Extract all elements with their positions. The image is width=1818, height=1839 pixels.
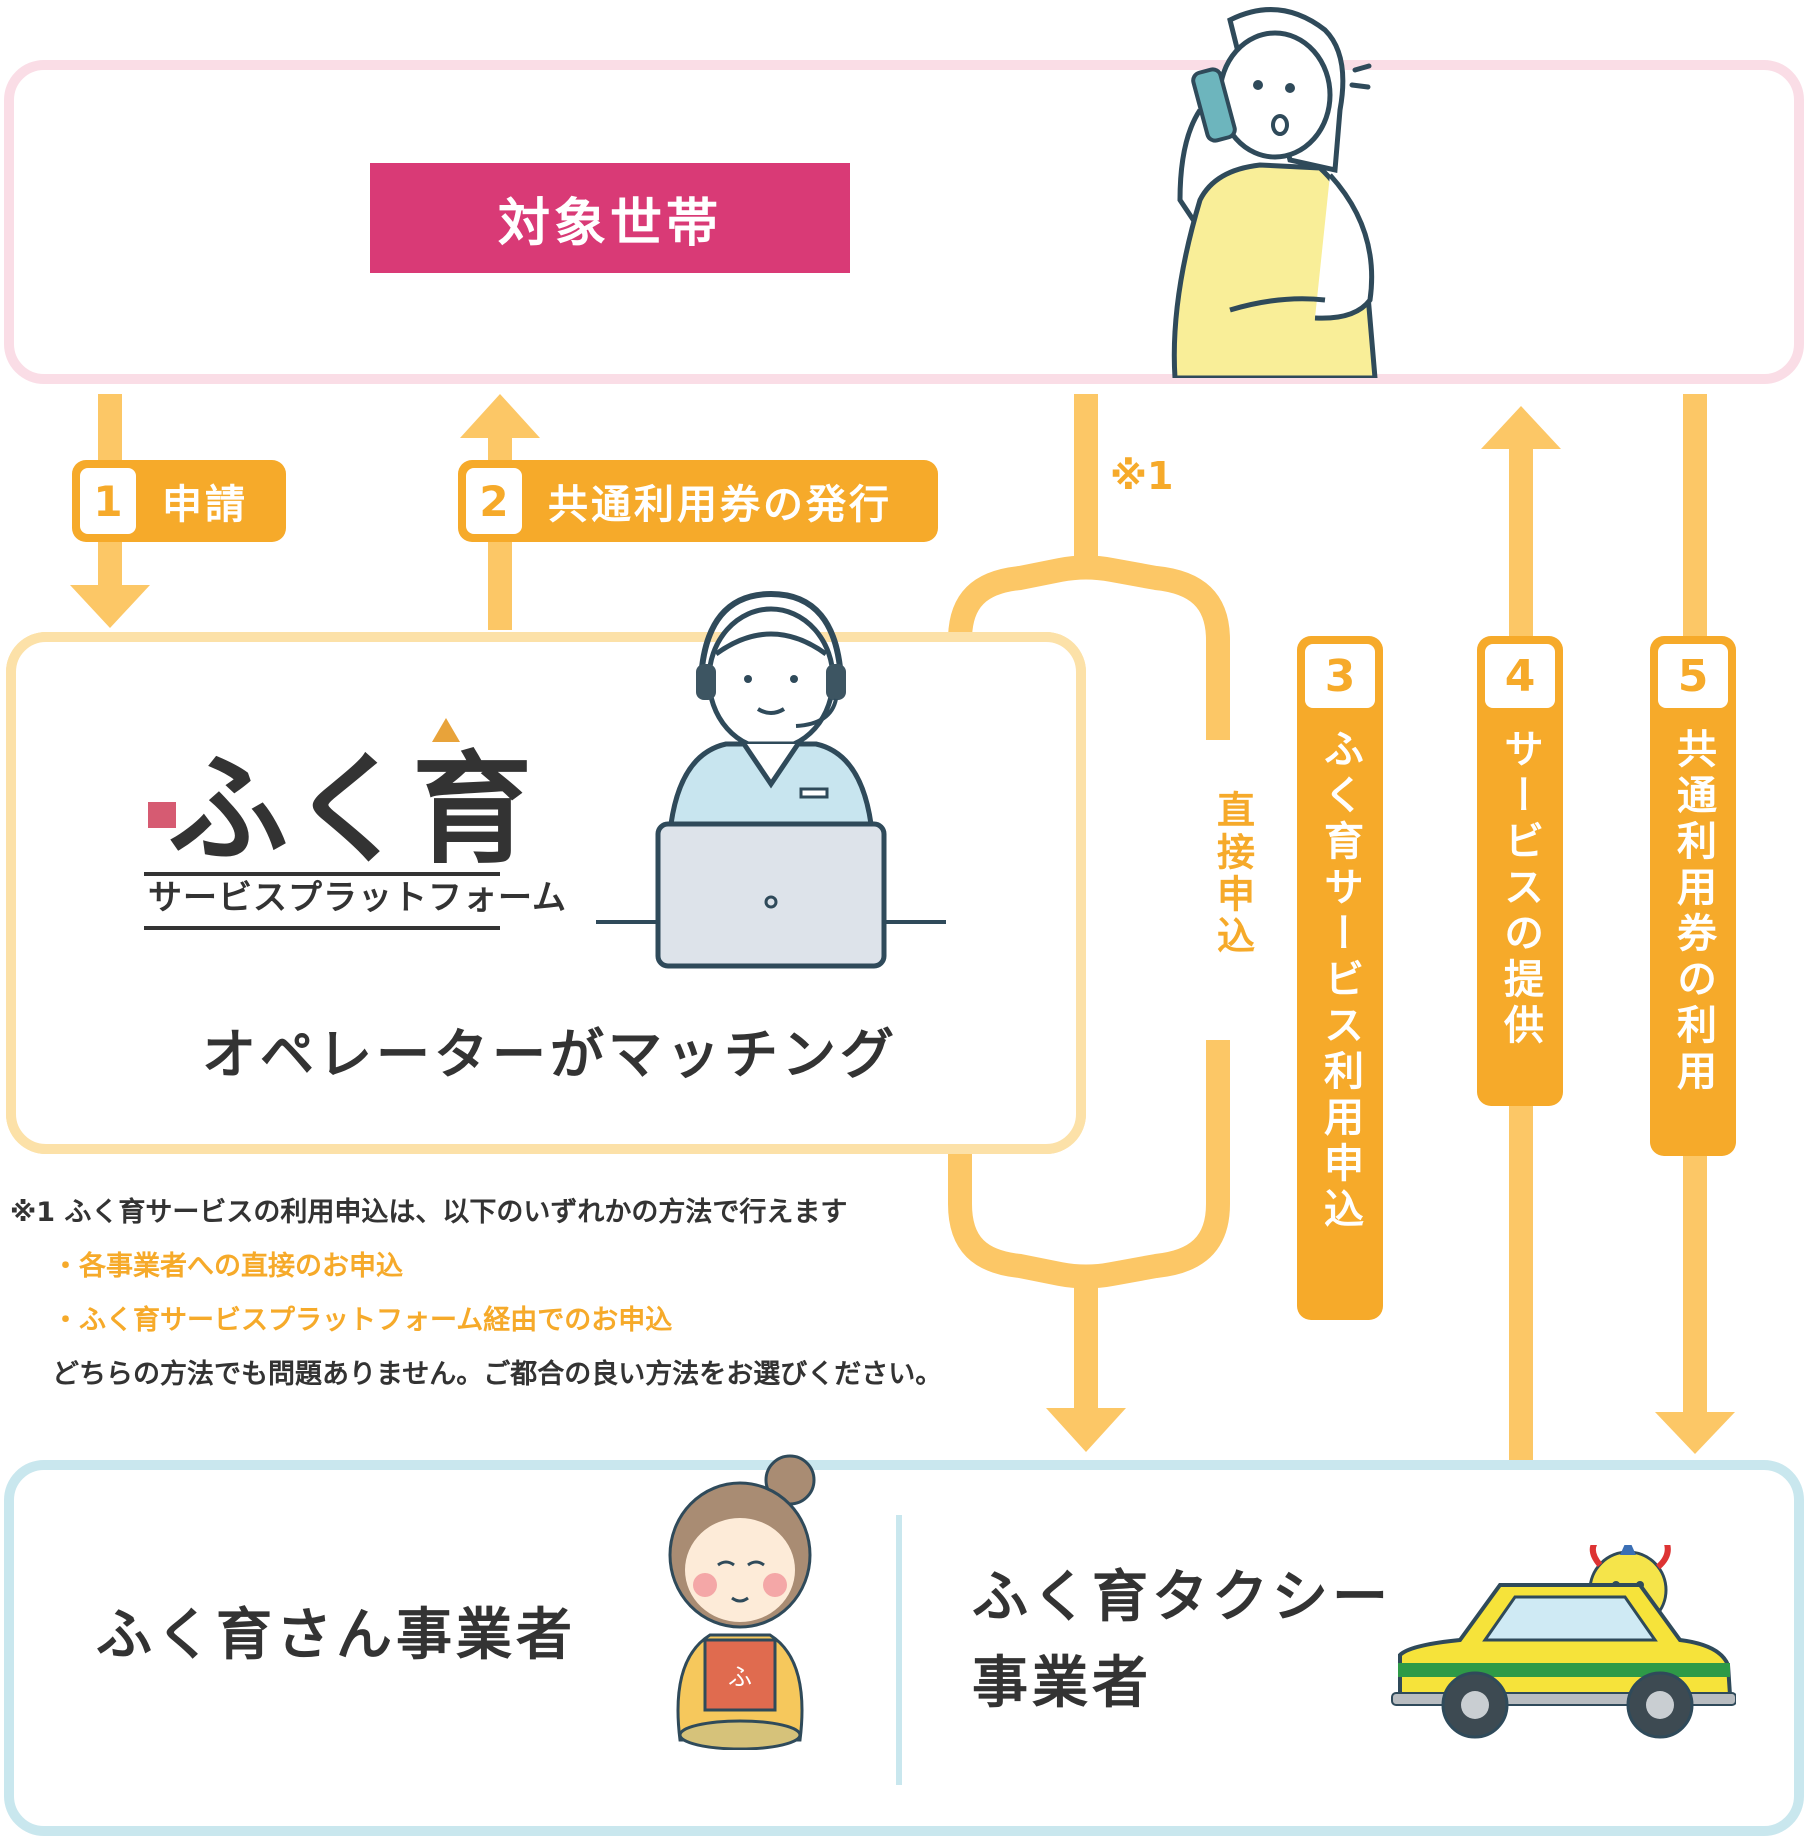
- arrow-5-head: [1655, 1412, 1735, 1454]
- logo-top-rule: [144, 872, 500, 876]
- step-3-number: 3: [1305, 644, 1375, 708]
- taxi-illustration: [1391, 1545, 1736, 1739]
- logo-sub-text: サービスプラットフォーム: [148, 878, 567, 918]
- direct-route-top-fork: [948, 555, 1230, 641]
- direct-application-label: 直接申込: [1196, 740, 1270, 1040]
- logo-bottom-rule: [144, 926, 500, 930]
- note-line-2: ・各事業者への直接のお申込: [52, 1251, 403, 1282]
- direct-route-bottom-fork: [948, 1203, 1230, 1289]
- household-title: 対象世帯: [370, 163, 850, 273]
- operator-caption: オペレーターがマッチング: [202, 1023, 898, 1086]
- household-box: [4, 60, 1804, 384]
- step-1-number: 1: [80, 468, 136, 534]
- platform-box-front: [6, 632, 1086, 1154]
- logo-main-text: ふく育: [168, 741, 534, 880]
- arrow-1-head: [70, 585, 150, 628]
- logo-triangle-mark: [432, 718, 460, 742]
- note-block: ※1 ふく育サービスの利用申込は、以下のいずれかの方法で行えます ・各事業者への…: [10, 1186, 942, 1402]
- fukuiku-san-provider: ふく育さん事業者: [96, 1603, 576, 1668]
- step-4-text: サービスの提供: [1497, 728, 1543, 1050]
- step-5-text: 共通利用券の利用: [1670, 728, 1716, 1096]
- arrow-3-head: [1046, 1408, 1126, 1452]
- step-4-label: 4 サービスの提供: [1477, 636, 1563, 1106]
- step-3-text: ふく育サービス利用申込: [1317, 728, 1363, 1234]
- step-4-number: 4: [1485, 644, 1555, 708]
- direct-application-text: 直接申込: [1210, 790, 1255, 958]
- note-line-4: どちらの方法でも問題ありません。ご都合の良い方法をお選びください。: [52, 1359, 943, 1390]
- step-2-text: 共通利用券の発行: [548, 482, 892, 528]
- note-mark: ※1: [1110, 454, 1174, 498]
- fukuiku-san-illustration: ふ: [668, 1454, 816, 1750]
- svg-text:ふ: ふ: [728, 1663, 752, 1691]
- operator-illustration: [596, 590, 946, 969]
- step-5-number: 5: [1658, 644, 1728, 708]
- logo-square-mark: [148, 802, 176, 828]
- arrow-4-head: [1481, 406, 1561, 449]
- step-2-label: 2 共通利用券の発行: [458, 460, 938, 542]
- taxi-provider-line-2: 事業者: [972, 1651, 1152, 1716]
- step-2-number: 2: [466, 468, 522, 534]
- taxi-provider-line-1: ふく育タクシー: [972, 1565, 1392, 1630]
- arrow-2-head: [460, 394, 540, 438]
- step-1-label: 1 申請: [72, 460, 286, 542]
- step-3-label: 3 ふく育サービス利用申込: [1297, 636, 1383, 1320]
- taxi-provider: ふく育タクシー 事業者: [972, 1555, 1392, 1727]
- step-5-label: 5 共通利用券の利用: [1650, 636, 1736, 1156]
- pregnant-woman-illustration: [1171, 7, 1378, 378]
- step-1-text: 申請: [162, 482, 248, 528]
- providers-divider: [896, 1515, 902, 1785]
- note-line-1: ※1 ふく育サービスの利用申込は、以下のいずれかの方法で行えます: [10, 1197, 848, 1228]
- note-line-3: ・ふく育サービスプラットフォーム経由でのお申込: [52, 1305, 673, 1336]
